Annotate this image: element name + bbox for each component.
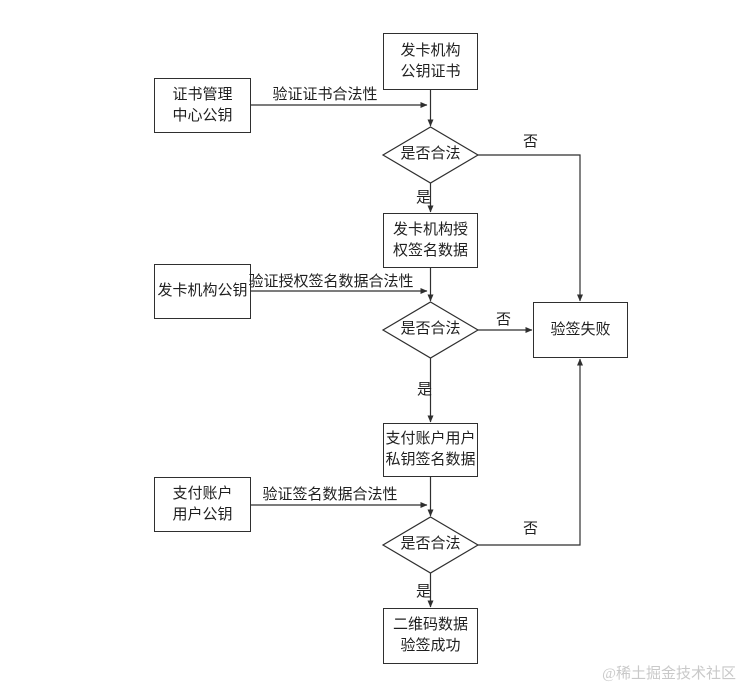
edge-label-yes-2: 是 — [417, 382, 433, 398]
node-payer-priv-sign-line1: 支付账户用户 — [385, 431, 476, 447]
node-payer-priv-sign: 支付账户用户 私钥签名数据 — [383, 423, 478, 477]
decision-1-label: 是否合法 — [400, 146, 461, 162]
node-verify-fail: 验签失败 — [533, 302, 628, 358]
decision-diamond-3 — [381, 516, 480, 574]
decision-2-label: 是否合法 — [400, 321, 461, 337]
node-verify-fail-line1: 验签失败 — [550, 321, 611, 338]
edge-label-verify-cert: 验证证书合法性 — [272, 87, 378, 103]
edge-label-no-2: 否 — [496, 312, 512, 328]
node-issuer-auth-sign-line2: 权签名数据 — [392, 242, 468, 259]
decision-diamond-2 — [381, 301, 480, 359]
node-ca-pubkey-line1: 证书管理 — [172, 86, 233, 103]
edge-label-verify-auth-sign: 验证授权签名数据合法性 — [248, 274, 414, 290]
edge-label-no-3: 否 — [523, 521, 539, 537]
node-ca-pubkey: 证书管理 中心公钥 — [154, 78, 251, 133]
node-issuer-pubkey-line1: 发卡机构公钥 — [157, 283, 248, 299]
node-issuer-pubkey: 发卡机构公钥 — [154, 264, 251, 319]
node-issuer-auth-sign: 发卡机构授 权签名数据 — [383, 213, 478, 268]
node-issuer-auth-sign-line1: 发卡机构授 — [392, 221, 468, 238]
decision-diamond-1 — [381, 126, 480, 184]
watermark-text: @稀土掘金技术社区 — [602, 666, 736, 682]
node-verify-success-line2: 验签成功 — [400, 638, 461, 654]
node-payer-pubkey-line2: 用户公钥 — [172, 506, 233, 523]
decision-3-label: 是否合法 — [400, 536, 461, 552]
node-payer-priv-sign-line2: 私钥签名数据 — [385, 452, 476, 468]
node-verify-success-line1: 二维码数据 — [392, 617, 468, 633]
edge-label-yes-1: 是 — [416, 190, 432, 206]
node-ca-pubkey-line2: 中心公钥 — [172, 107, 233, 124]
edge-label-yes-3: 是 — [416, 584, 432, 600]
node-issuer-cert: 发卡机构 公钥证书 — [383, 33, 478, 90]
node-issuer-cert-line1: 发卡机构 — [400, 42, 461, 59]
node-payer-pubkey: 支付账户 用户公钥 — [154, 477, 251, 532]
node-payer-pubkey-line1: 支付账户 — [172, 485, 233, 502]
edge-label-no-1: 否 — [523, 134, 539, 150]
node-verify-success: 二维码数据 验签成功 — [383, 608, 478, 664]
node-issuer-cert-line2: 公钥证书 — [400, 63, 461, 80]
edge-label-verify-sign: 验证签名数据合法性 — [262, 487, 398, 503]
